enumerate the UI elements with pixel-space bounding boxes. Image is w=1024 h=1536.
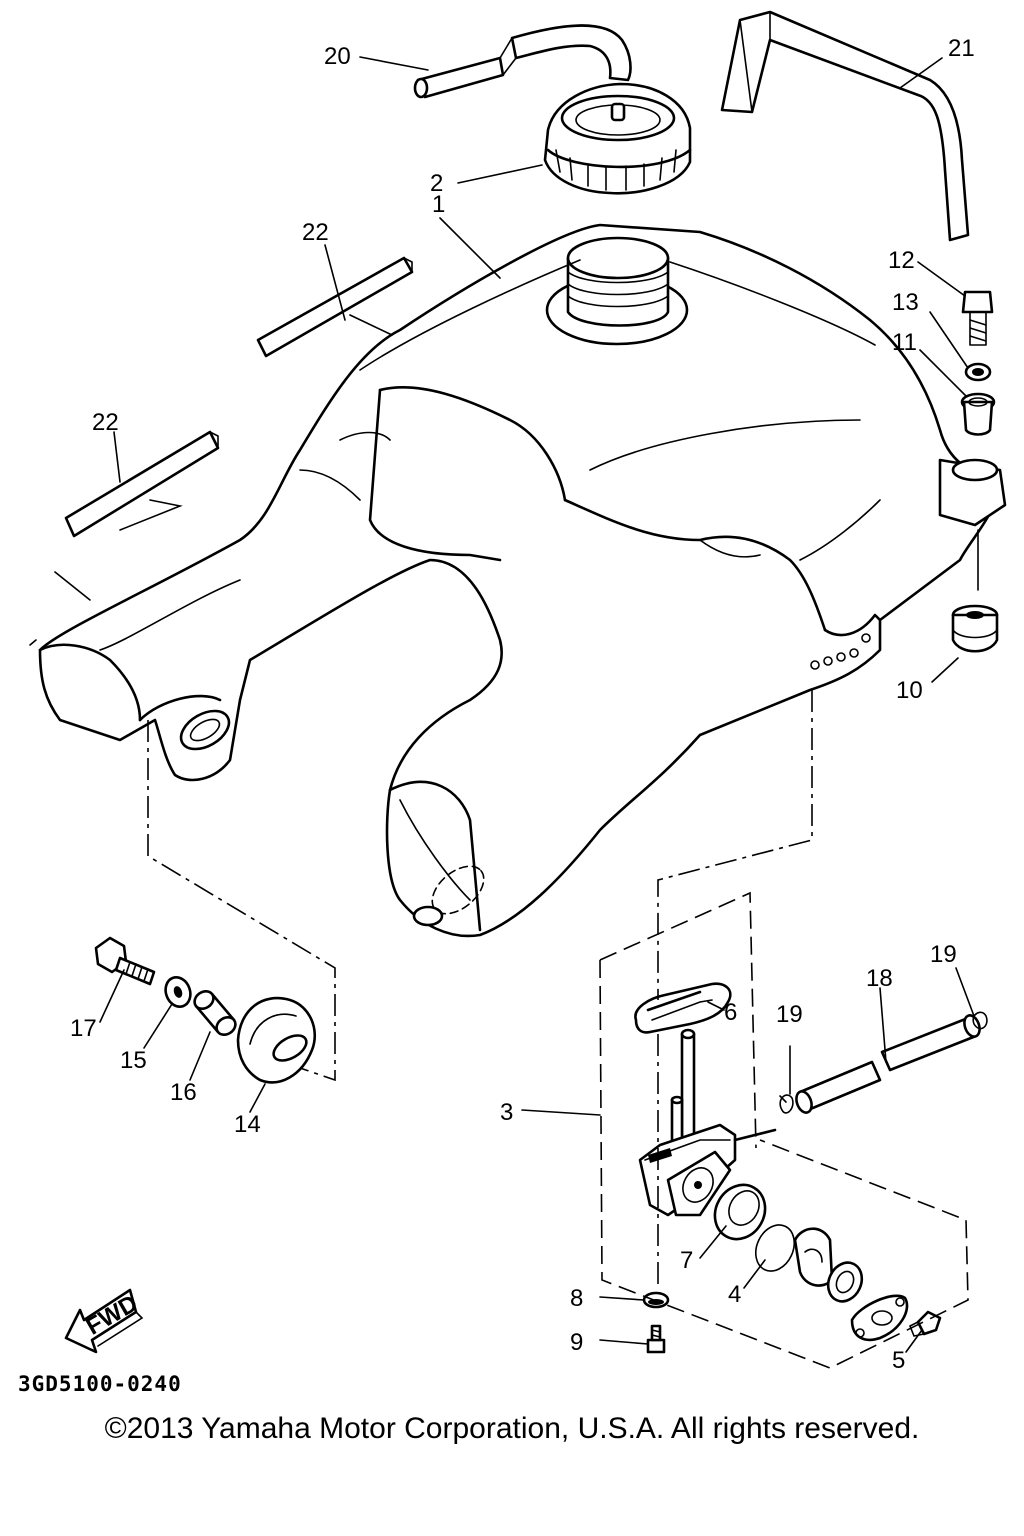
part-3-fuel-cock: [638, 1028, 777, 1217]
callout-14: 14: [234, 1111, 261, 1138]
part-12-bolt: [961, 290, 994, 346]
callout-3: 3: [500, 1099, 513, 1126]
part-4-o-ring: [754, 1224, 796, 1272]
callout-12: 12: [888, 247, 915, 274]
fwd-label: FWD: [82, 1290, 143, 1341]
callout-21: 21: [948, 35, 975, 62]
callout-20: 20: [324, 43, 351, 70]
part-16-collar: [193, 989, 237, 1037]
callout-6: 6: [724, 999, 737, 1026]
part-13-washer: [964, 362, 992, 382]
part-wave-washer: [826, 1261, 864, 1303]
callout-22-upper: 22: [302, 219, 329, 246]
part-6-gasket: [634, 982, 732, 1034]
part-15-washer: [164, 976, 192, 1008]
callout-19-left: 19: [776, 1001, 803, 1028]
part-9-drain-bolt: [646, 1324, 666, 1354]
callout-13: 13: [892, 289, 919, 316]
callout-7: 7: [680, 1247, 693, 1274]
part-17-bolt: [94, 936, 156, 986]
part-22-pad-lower: [64, 430, 220, 538]
callout-16: 16: [170, 1079, 197, 1106]
copyright-notice: ©2013 Yamaha Motor Corporation, U.S.A. A…: [104, 1412, 920, 1445]
callout-22-lower: 22: [92, 409, 119, 436]
callout-10: 10: [896, 677, 923, 704]
part-21-band: [720, 10, 970, 242]
callout-17: 17: [70, 1015, 97, 1042]
callout-9: 9: [570, 1329, 583, 1356]
callout-8: 8: [570, 1285, 583, 1312]
callout-5: 5: [892, 1347, 905, 1374]
part-22-pad-upper: [256, 256, 414, 358]
callout-19-right: 19: [930, 941, 957, 968]
part-lever: [793, 1227, 834, 1287]
callout-1: 1: [432, 191, 445, 218]
part-1-fuel-tank: [29, 223, 1007, 938]
part-20-breather-hose: [413, 24, 632, 99]
callout-15: 15: [120, 1047, 147, 1074]
part-10-damper: [951, 604, 999, 653]
callout-18: 18: [866, 965, 893, 992]
part-19-clip-a: [779, 1094, 794, 1114]
part-18-fuel-hose: [795, 1014, 981, 1114]
callout-4: 4: [728, 1281, 741, 1308]
callout-11: 11: [892, 329, 917, 356]
part-2-fuel-cap: [543, 82, 692, 195]
diagram-part-code: 3GD5100-0240: [18, 1372, 182, 1396]
part-11-collar: [960, 392, 996, 436]
part-14-grommet: [236, 996, 317, 1084]
fwd-arrow-icon: FWD: [64, 1288, 144, 1354]
callout-2: 2: [430, 170, 443, 197]
part-7-diaphragm: [713, 1183, 767, 1241]
part-lever-plate: [850, 1294, 909, 1342]
part-5-screw: [908, 1310, 942, 1337]
